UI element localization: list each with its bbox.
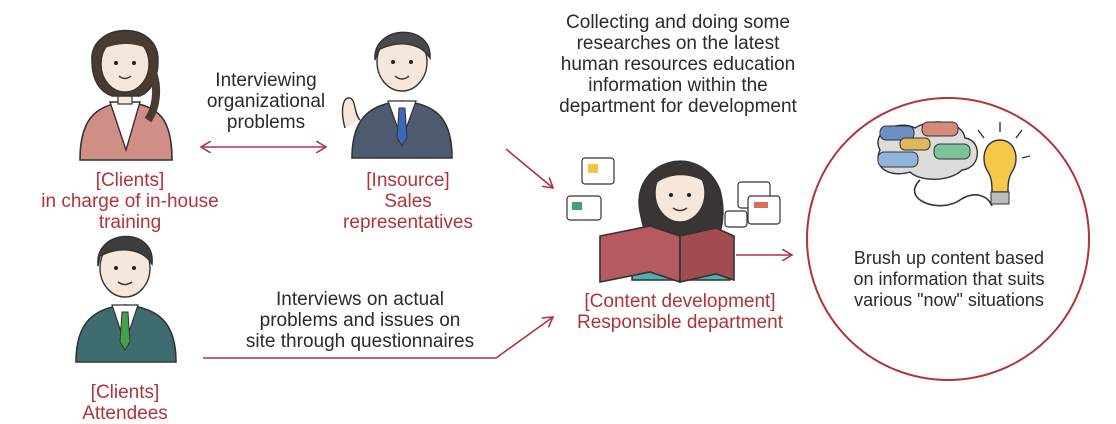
- outcome-note: Brush up content based on information th…: [853, 248, 1045, 310]
- sales-rep-label: [Insource] Sales representatives: [343, 170, 473, 233]
- content-dept-label: [Content development] Responsible depart…: [577, 291, 783, 333]
- client-trainer-label: [Clients] in charge of in-house training: [41, 170, 219, 233]
- sales-rep-figure: [341, 31, 453, 159]
- attendee-figure: [75, 235, 177, 363]
- content-developer-figure: [566, 157, 781, 284]
- interviewing-note: Interviewing organizational problems: [206, 70, 326, 133]
- attendee-label: [Clients] Attendees: [82, 382, 168, 424]
- sales-to-dept-arrow: [505, 148, 553, 188]
- interviews-note: Interviews on actual problems and issues…: [245, 289, 475, 352]
- outcome-circle: [806, 97, 1090, 381]
- client-trainer-figure: [79, 29, 173, 161]
- ideas-illustration: [877, 121, 1031, 207]
- attendee-to-dept-arrow: [203, 317, 553, 359]
- research-note: Collecting and doing some researches on …: [559, 12, 797, 117]
